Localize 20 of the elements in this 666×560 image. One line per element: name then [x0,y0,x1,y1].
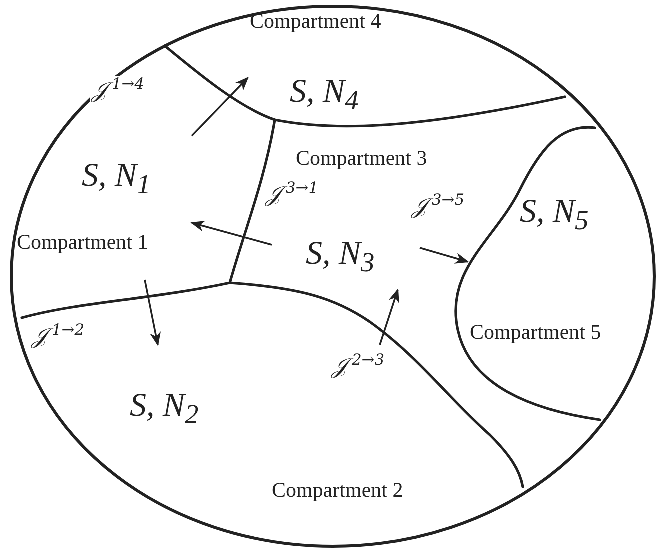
state-variable-label: S, N$_{2}$ [130,390,199,428]
compartment-label: Compartment 1 [17,232,148,253]
ellipse-outline [10,5,656,548]
flux-arrow [379,288,400,346]
compartment-label: Compartment 4 [250,11,382,32]
flux-arrow [190,220,272,246]
compartment-label: Compartment 3 [296,148,428,169]
state-variable-label: S, N$_{5}$ [520,196,589,234]
flux-arrow [144,280,162,346]
flux-arrow [420,247,470,264]
flux-label: 𝒥$^{2→3}$ [330,352,386,380]
state-variable-label: S, N$_{1}$ [82,160,151,198]
flux-label: 𝒥$^{1→4}$ [90,76,146,104]
compartment-label: Compartment 5 [470,322,602,343]
compartment-label: Compartment 2 [272,480,404,501]
flux-label: 𝒥$^{3→5}$ [410,192,466,220]
flux-arrow [191,77,249,137]
flux-label: 𝒥$^{1→2}$ [30,322,86,350]
state-variable-label: S, N$_{4}$ [290,76,359,114]
state-variable-label: S, N$_{3}$ [306,238,375,276]
